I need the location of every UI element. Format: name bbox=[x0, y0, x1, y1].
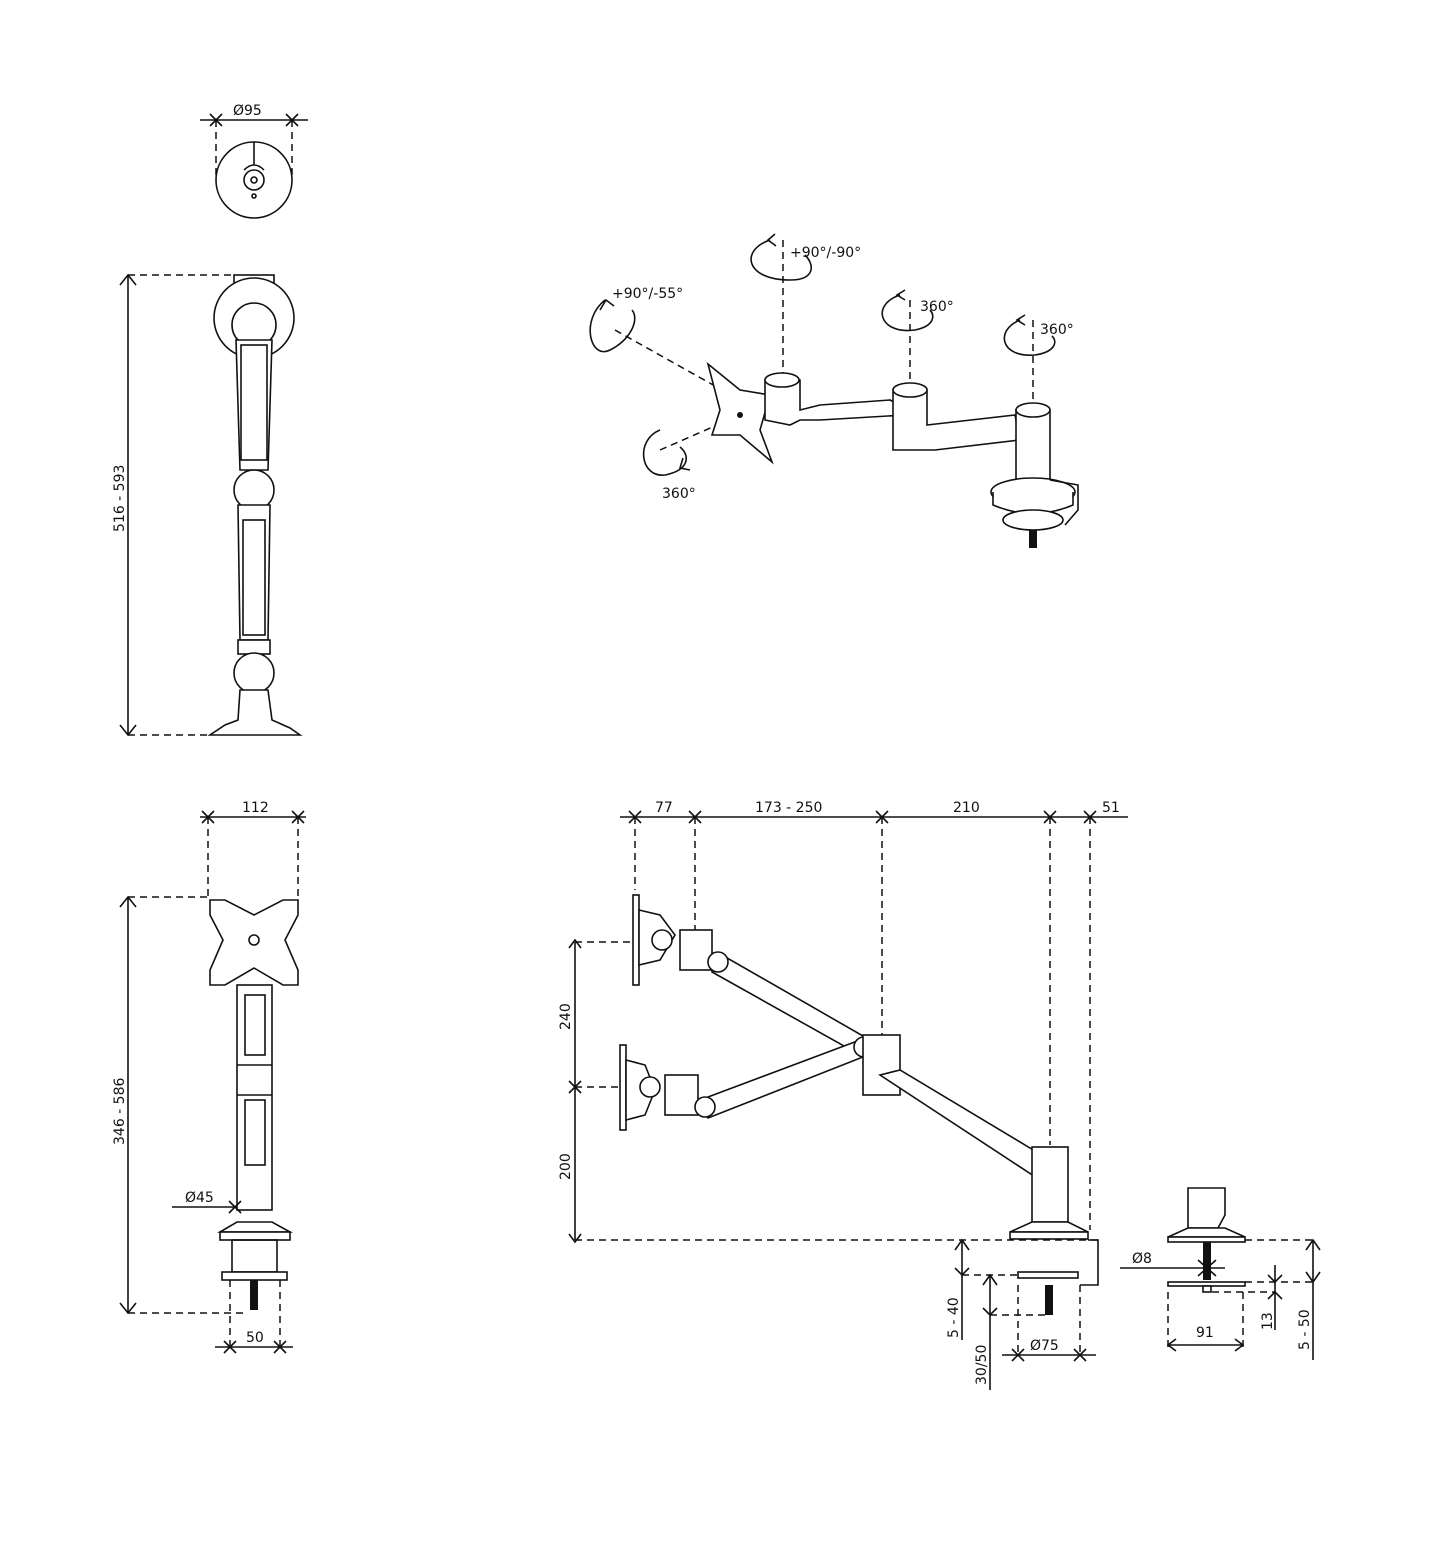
joint-1-rotation-label: 360° bbox=[920, 299, 954, 315]
lower-height-label: 200 bbox=[558, 1153, 574, 1180]
clamp-depth-label: 30/50 bbox=[974, 1345, 990, 1385]
screen-rotation-label: 360° bbox=[662, 486, 696, 502]
reach-view: 77 173 - 250 210 51 240 200 bbox=[558, 800, 1128, 1390]
top-diameter-label: Ø95 bbox=[233, 103, 262, 119]
base-diameter-label: Ø75 bbox=[1030, 1338, 1059, 1354]
pivot-rotation-label: +90°/-90° bbox=[790, 245, 861, 261]
top-view: Ø95 bbox=[200, 103, 308, 219]
clamp-width-label: 50 bbox=[246, 1330, 264, 1346]
desk-thickness-label: 5 - 40 bbox=[946, 1297, 962, 1338]
bolt-diameter-label: Ø8 bbox=[1132, 1251, 1152, 1267]
base-offset-label: 51 bbox=[1102, 800, 1120, 816]
plate-thickness-label: 13 bbox=[1260, 1312, 1276, 1330]
front-width-label: 112 bbox=[242, 800, 269, 816]
pole-diameter-label: Ø45 bbox=[185, 1190, 214, 1206]
vesa-offset-label: 77 bbox=[655, 800, 673, 816]
arm-2-label: 210 bbox=[953, 800, 980, 816]
tilt-rotation-label: +90°/-55° bbox=[612, 286, 683, 302]
grommet-view: Ø8 91 13 5 - 50 bbox=[1120, 1187, 1321, 1360]
side-height-label: 516 - 593 bbox=[112, 465, 128, 532]
plate-width-label: 91 bbox=[1196, 1325, 1214, 1341]
arm-1-range-label: 173 - 250 bbox=[755, 800, 822, 816]
side-view: 516 - 593 bbox=[112, 273, 303, 737]
upper-height-label: 240 bbox=[558, 1003, 574, 1030]
isometric-view: +90°/-90° +90°/-55° 360° 360° 360° bbox=[589, 233, 1079, 548]
front-view: 112 346 - 586 Ø45 50 bbox=[112, 800, 306, 1354]
desk-range-label: 5 - 50 bbox=[1297, 1309, 1313, 1350]
front-height-label: 346 - 586 bbox=[112, 1078, 128, 1145]
joint-2-rotation-label: 360° bbox=[1040, 322, 1074, 338]
